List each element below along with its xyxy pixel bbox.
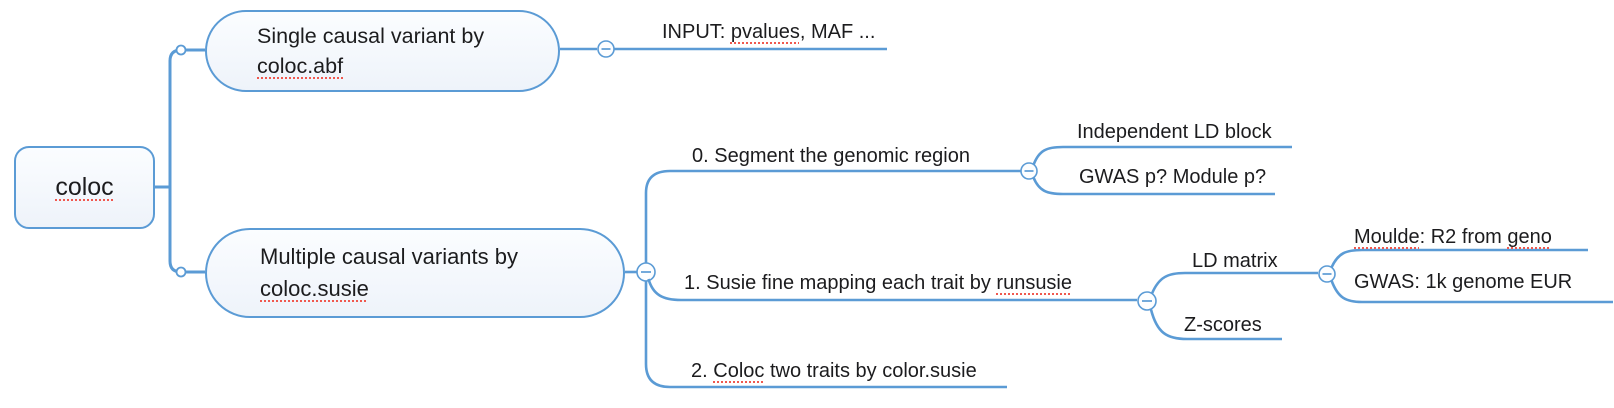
collapse-toggle-susie[interactable] bbox=[1137, 291, 1157, 311]
connector-gwas-1k bbox=[1330, 280, 1613, 304]
branch-label-susie-fine-mapping[interactable]: 1. Susie fine mapping each trait by runs… bbox=[684, 272, 1073, 294]
branch-label-gwas-1k-genome[interactable]: GWAS: 1k genome EUR bbox=[1354, 271, 1573, 293]
branch-point-bottom bbox=[175, 266, 187, 278]
node-multiple-causal-variants[interactable]: Multiple causal variants by coloc.susie bbox=[205, 228, 625, 318]
node-label-line2: coloc.susie bbox=[260, 276, 369, 301]
collapse-toggle-ld-matrix[interactable] bbox=[1318, 265, 1336, 283]
branch-point-top bbox=[175, 44, 187, 56]
connector-z-scores bbox=[1149, 309, 1282, 341]
root-node-coloc[interactable]: coloc bbox=[14, 146, 155, 229]
connector-main-trunk bbox=[168, 48, 205, 274]
collapse-toggle-segment[interactable] bbox=[1020, 162, 1038, 180]
connector-susie-branch bbox=[647, 278, 1137, 302]
connector-segment-branch bbox=[644, 169, 1021, 263]
connector-moulde bbox=[1330, 248, 1588, 269]
connector-ld-matrix bbox=[1150, 271, 1318, 295]
connector-coloc-two-branch bbox=[644, 281, 1007, 389]
branch-label-input[interactable]: INPUT: pvalues, MAF ... bbox=[662, 21, 876, 43]
collapse-toggle-multiple-causal[interactable] bbox=[636, 262, 656, 282]
branch-label-segment-region[interactable]: 0. Segment the genomic region bbox=[692, 145, 970, 167]
connector-gwas-module bbox=[1032, 176, 1275, 196]
node-label-line1: Single causal variant by bbox=[257, 24, 485, 48]
collapse-toggle-single-causal[interactable] bbox=[597, 40, 615, 58]
branch-label-moulde-r2[interactable]: Moulde: R2 from geno bbox=[1354, 226, 1552, 248]
branch-label-gwas-module-p[interactable]: GWAS p? Module p? bbox=[1079, 166, 1267, 188]
node-single-causal-variant[interactable]: Single causal variant by coloc.abf bbox=[205, 10, 560, 92]
node-label-line2: coloc.abf bbox=[257, 54, 344, 78]
root-node-label: coloc bbox=[55, 173, 114, 201]
branch-label-z-scores[interactable]: Z-scores bbox=[1184, 314, 1262, 336]
connector-independent-ld bbox=[1032, 145, 1292, 166]
branch-label-independent-ld-block[interactable]: Independent LD block bbox=[1077, 121, 1272, 143]
branch-label-ld-matrix[interactable]: LD matrix bbox=[1192, 250, 1278, 272]
branch-label-coloc-two-traits[interactable]: 2. Coloc two traits by color.susie bbox=[691, 360, 977, 382]
node-label-line1: Multiple causal variants by bbox=[260, 244, 519, 269]
